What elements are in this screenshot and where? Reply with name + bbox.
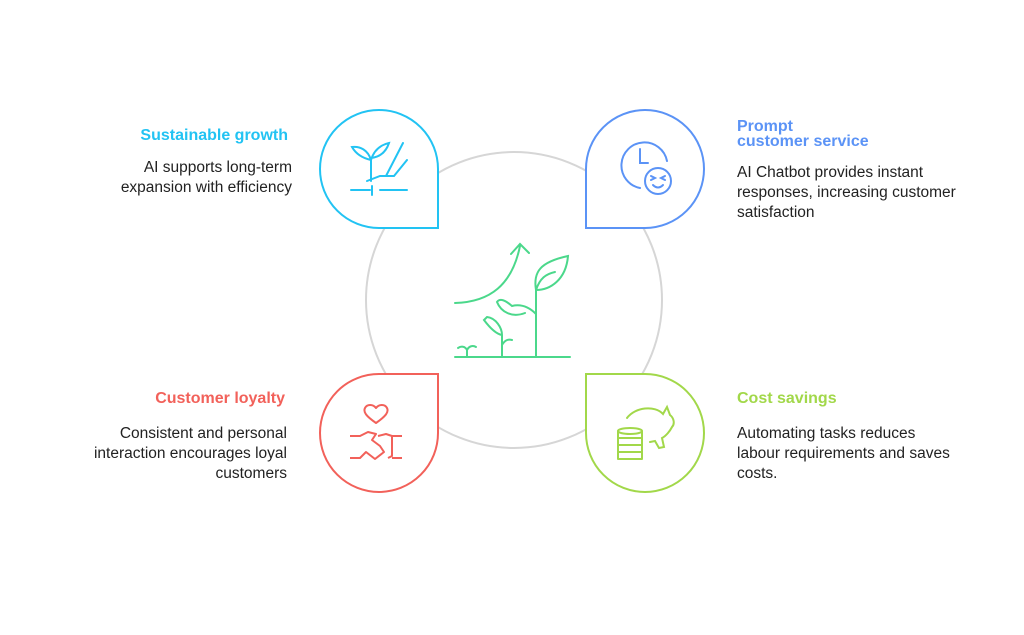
- customer-loyalty-badge: [319, 373, 439, 493]
- prompt-service-badge: [585, 109, 705, 229]
- customer-loyalty-title: Customer loyalty: [155, 390, 285, 407]
- growth-plants-icon: [454, 242, 571, 358]
- clock-smiley-icon: [620, 141, 672, 195]
- plant-hand-icon: [350, 141, 408, 196]
- sustainable-growth-desc: AI supports long-term expansion with eff…: [120, 159, 292, 196]
- sustainable-growth-badge: [319, 109, 439, 229]
- prompt-service-title-1: Prompt: [737, 118, 793, 135]
- prompt-service-desc: AI Chatbot provides instant responses, i…: [737, 164, 956, 221]
- cost-savings-desc: Automating tasks reduces labour requirem…: [737, 425, 950, 482]
- heart-handshake-icon: [350, 404, 402, 460]
- center-ring: [365, 151, 663, 449]
- sustainable-growth-title: Sustainable growth: [140, 127, 288, 144]
- cost-savings-title: Cost savings: [737, 390, 837, 407]
- cost-savings-badge: [585, 373, 705, 493]
- prompt-service-title-2: customer service: [737, 133, 869, 150]
- piggy-bank-coins-icon: [617, 404, 675, 460]
- customer-loyalty-desc: Consistent and personal interaction enco…: [93, 425, 287, 482]
